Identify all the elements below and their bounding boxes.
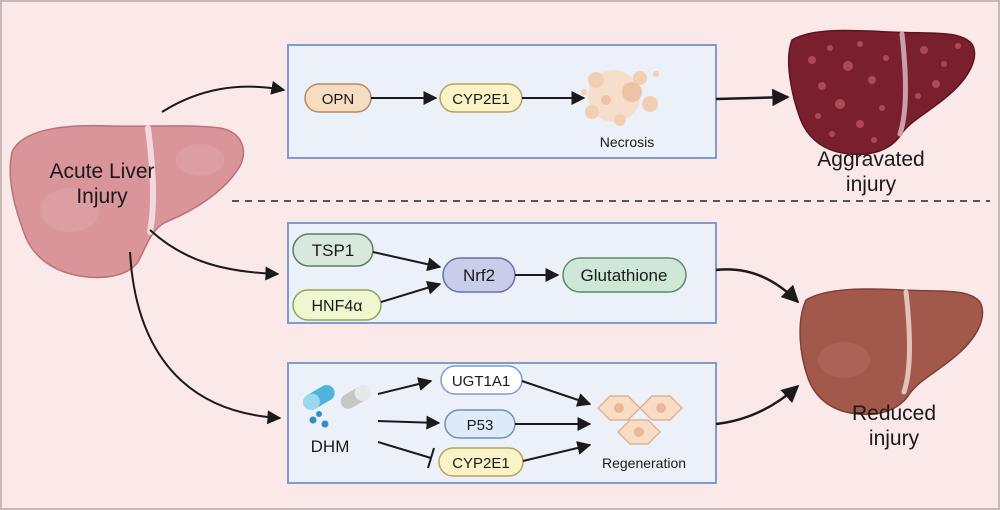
regeneration-label: Regeneration bbox=[602, 455, 686, 471]
necrosis-label: Necrosis bbox=[600, 134, 654, 150]
arrow-cyp2e1-to-regeneration bbox=[522, 441, 592, 462]
glutathione-node-label: Glutathione bbox=[581, 266, 668, 285]
reduced-label-line1: Reduced bbox=[852, 402, 936, 425]
aggravated-label-line1: Aggravated bbox=[817, 148, 924, 171]
arrow-bottom-to-reduced bbox=[715, 384, 800, 426]
opn-node-label: OPN bbox=[322, 91, 355, 108]
cyp2e1-bottom-node bbox=[438, 447, 524, 477]
dhm-label: DHM bbox=[311, 437, 350, 456]
necrosis-cell-illustration bbox=[581, 70, 659, 126]
reduced-label-line2: injury bbox=[869, 427, 920, 450]
dhm-drug-illustration bbox=[303, 385, 371, 428]
regeneration-cells-illustration bbox=[597, 395, 683, 445]
nrf2-node-label: Nrf2 bbox=[463, 266, 495, 285]
glutathione-node bbox=[562, 257, 687, 293]
aggravated-liver-illustration bbox=[787, 29, 976, 156]
tsp1-node-label: TSP1 bbox=[312, 241, 355, 260]
arrow-middle-to-reduced bbox=[715, 268, 800, 304]
arrow-ugt1a1-to-regeneration bbox=[521, 380, 592, 407]
cyp2e1-bottom-label: CYP2E1 bbox=[452, 455, 510, 472]
arrow-dhm-to-p53 bbox=[377, 415, 441, 430]
source-title-line2: Injury bbox=[76, 185, 128, 208]
aggravated-label-line2: injury bbox=[846, 173, 897, 196]
reduced-liver-illustration bbox=[799, 288, 984, 416]
ugt1a1-node bbox=[440, 365, 523, 395]
arrow-dhm-to-ugt1a1 bbox=[377, 377, 433, 395]
arrow-tsp1-to-nrf2 bbox=[372, 251, 442, 272]
ugt1a1-node-label: UGT1A1 bbox=[452, 373, 510, 390]
arrow-hnf4a-to-nrf2 bbox=[380, 280, 442, 303]
inhibit-bar bbox=[427, 447, 435, 469]
arrow-to-middle-panel bbox=[149, 229, 280, 281]
inhibit-dhm-to-cyp2e1 bbox=[377, 441, 432, 459]
arrow-to-aggravated bbox=[715, 88, 790, 107]
source-title-line1: Acute Liver bbox=[49, 160, 154, 183]
arrow-to-top-panel bbox=[161, 80, 286, 113]
acute-liver-illustration bbox=[9, 124, 245, 279]
p53-node-label: P53 bbox=[467, 417, 494, 434]
arrow-to-bottom-panel bbox=[129, 251, 282, 425]
cyp2e1-top-label: CYP2E1 bbox=[452, 91, 510, 108]
tsp1-node bbox=[292, 233, 374, 267]
hnf4a-node-label: HNF4α bbox=[311, 298, 362, 315]
hnf4a-node bbox=[292, 289, 382, 321]
